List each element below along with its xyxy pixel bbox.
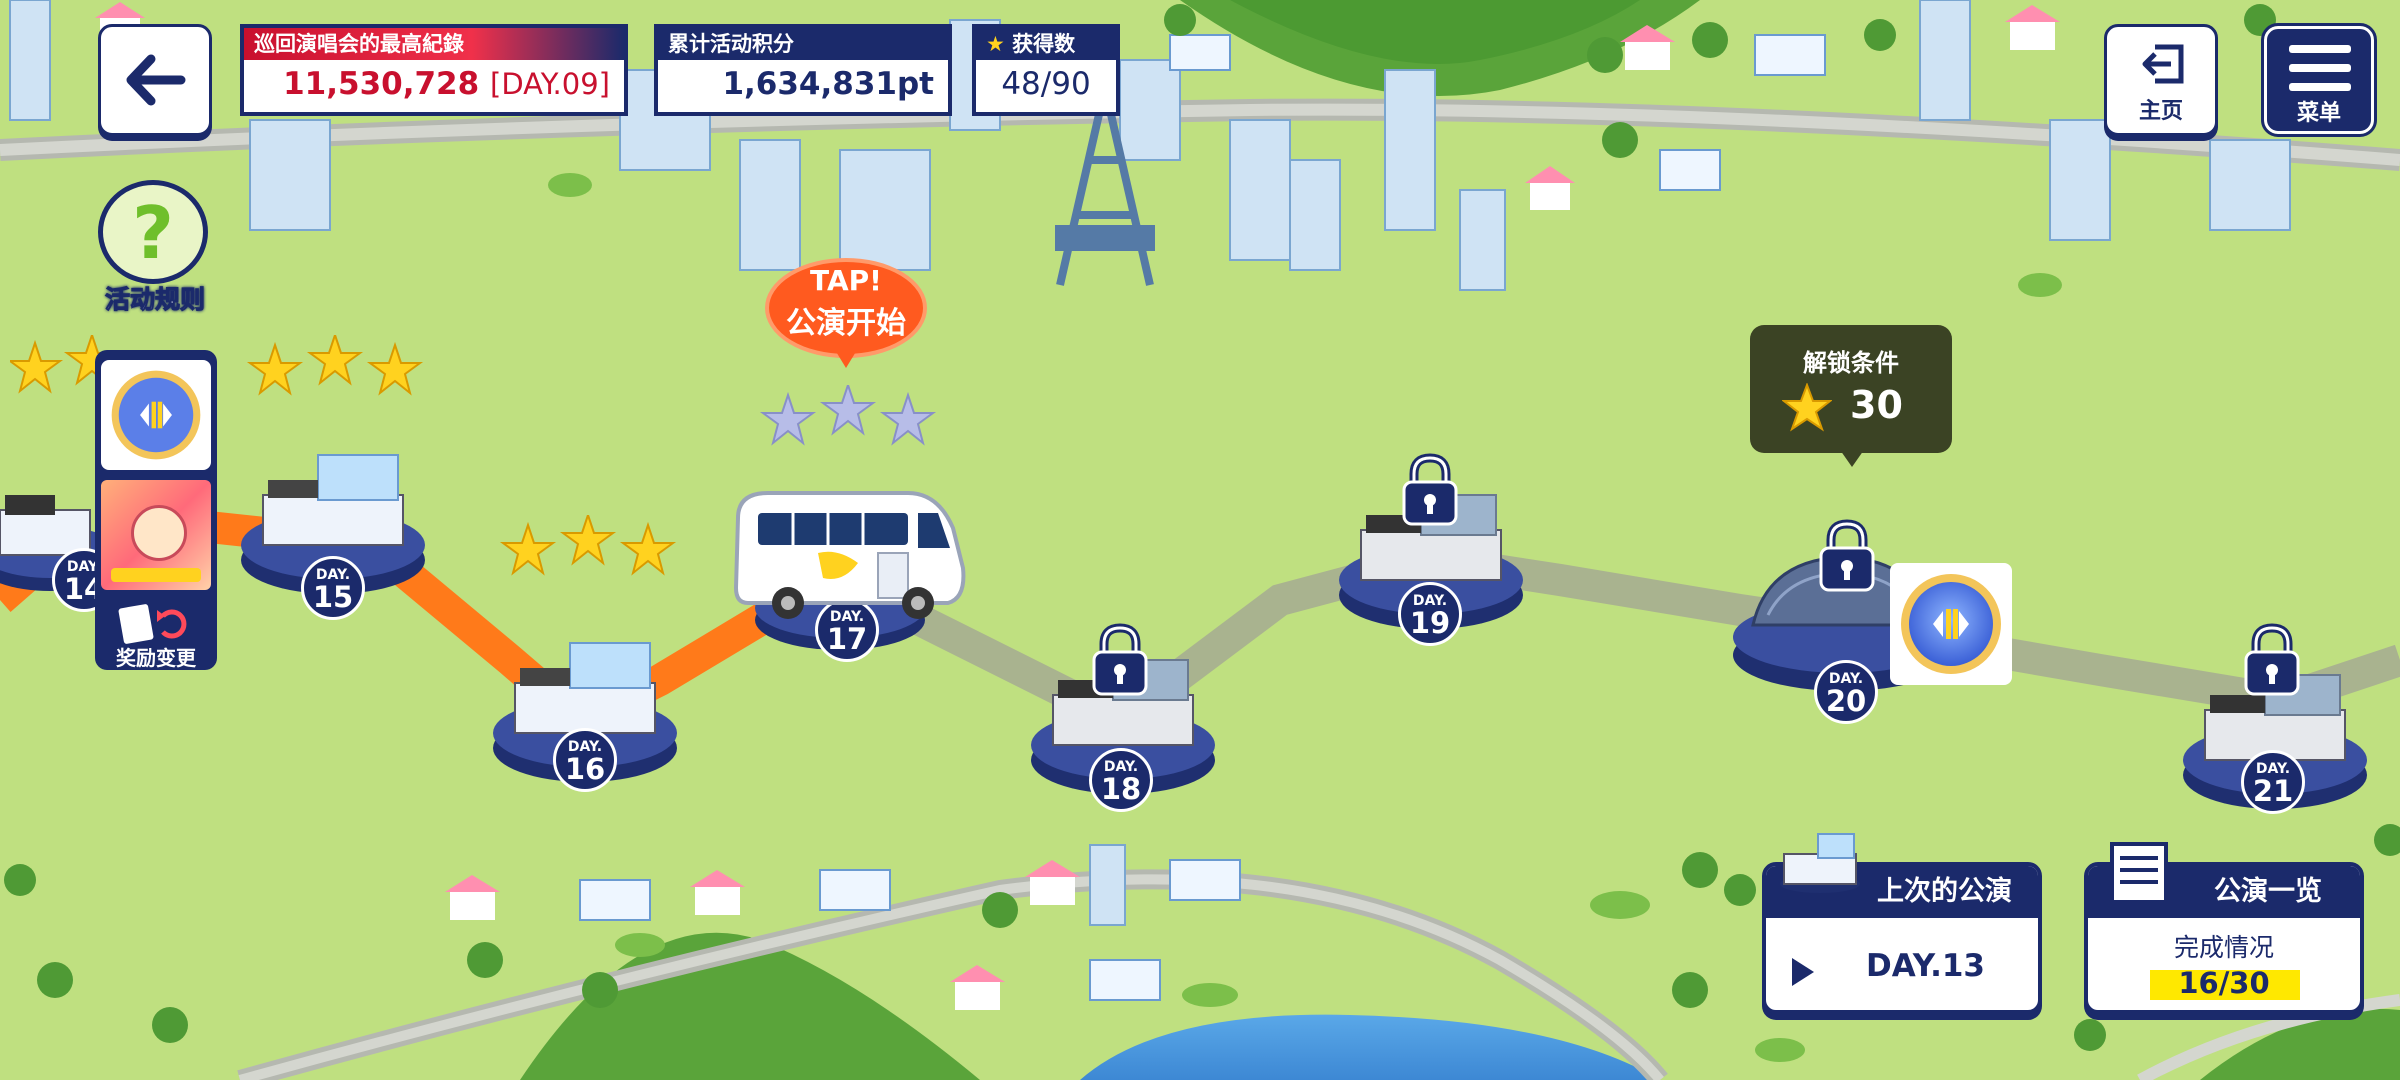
event-rules-label: 活动规则	[104, 285, 205, 315]
card-rarity-stars	[111, 568, 201, 582]
stars-obtained-label: 获得数	[1012, 32, 1076, 56]
best-record-label: 巡回演唱会的最高紀錄	[244, 28, 624, 60]
medal-icon	[111, 370, 201, 460]
lock-icon	[1402, 453, 1458, 526]
stage-day-tag-21: DAY.21	[2241, 750, 2305, 814]
star-icon: ★	[986, 32, 1005, 56]
reward-medal-slot	[101, 360, 211, 470]
tap-start-bubble[interactable]: TAP! 公演开始	[765, 258, 927, 370]
stage-stars-15	[246, 335, 424, 396]
stage-day-tag-18: DAY.18	[1089, 748, 1153, 812]
stars-obtained-panel: ★ 获得数 48/90	[972, 24, 1120, 116]
card-art	[131, 505, 187, 561]
play-icon	[1792, 958, 1814, 986]
show-list-card[interactable]: 公演一览 完成情况 16/30	[2084, 862, 2364, 1014]
completion-progress-bar	[2150, 970, 2300, 1000]
back-button[interactable]	[98, 24, 212, 136]
best-record-panel: 巡回演唱会的最高紀錄 11,530,728 [DAY.09]	[240, 24, 628, 116]
menu-label: 菜单	[2296, 101, 2341, 126]
unlock-condition-tooltip: 解锁条件 30	[1750, 325, 1952, 477]
menu-button[interactable]: 菜单	[2261, 23, 2377, 137]
tooltip-title: 解锁条件	[1803, 349, 1899, 377]
lock-icon	[2244, 623, 2300, 696]
reward-change-label: 奖励变更	[116, 646, 196, 670]
venue-icon	[1780, 833, 1860, 893]
stage-reward-medal[interactable]	[1890, 563, 2012, 685]
event-points-value: 1,634,831pt	[722, 66, 934, 102]
stage-day-tag-20: DAY.20	[1814, 660, 1878, 724]
tooltip-value: 30	[1850, 383, 1903, 427]
lock-icon	[1819, 519, 1875, 592]
tour-bus-icon[interactable]	[728, 488, 968, 628]
reward-panel[interactable]: 奖励变更	[95, 350, 217, 670]
stage-day-tag-16: DAY.16	[553, 728, 617, 792]
event-rules-button[interactable]: ? 活动规则	[88, 180, 222, 315]
best-record-score: 11,530,728	[283, 66, 480, 102]
stars-obtained-header: ★ 获得数	[976, 28, 1116, 60]
stage-stars-16	[499, 515, 677, 576]
completion-value: 16/30	[2178, 966, 2270, 1000]
exit-door-icon	[2142, 44, 2184, 84]
stage-day-tag-17: DAY.17	[815, 598, 879, 662]
stage-day-tag-15: DAY.15	[301, 556, 365, 620]
home-label: 主页	[2138, 99, 2183, 124]
tooltip-box	[1750, 325, 1952, 453]
tap-bubble-line2: 公演开始	[786, 306, 906, 341]
reward-card-thumbnail	[101, 480, 211, 590]
stars-obtained-value: 48/90	[1001, 66, 1091, 102]
question-icon: ?	[98, 180, 208, 284]
card-swap-icon	[118, 604, 187, 644]
tooltip-tail	[1838, 447, 1866, 467]
stage-day-tag-19: DAY.19	[1398, 582, 1462, 646]
best-record-day: [DAY.09]	[490, 67, 610, 101]
hamburger-menu-icon	[2289, 45, 2351, 91]
tap-bubble-line1: TAP!	[810, 264, 882, 297]
tap-bubble-shape	[765, 258, 927, 368]
medal-icon	[1901, 574, 2001, 674]
home-button[interactable]: 主页	[2104, 24, 2218, 136]
arrow-left-icon	[126, 54, 186, 106]
event-points-label: 累计活动积分	[658, 28, 948, 60]
best-record-value: 11,530,728 [DAY.09]	[244, 60, 624, 108]
star-icon	[1782, 383, 1832, 432]
document-list-icon	[2110, 842, 2168, 904]
event-points-panel: 累计活动积分 1,634,831pt	[654, 24, 952, 116]
completion-label: 完成情况	[2173, 933, 2274, 962]
last-show-value: DAY.13	[1866, 948, 1985, 984]
stage-stars-17-empty	[759, 385, 937, 446]
lock-icon	[1092, 623, 1148, 696]
